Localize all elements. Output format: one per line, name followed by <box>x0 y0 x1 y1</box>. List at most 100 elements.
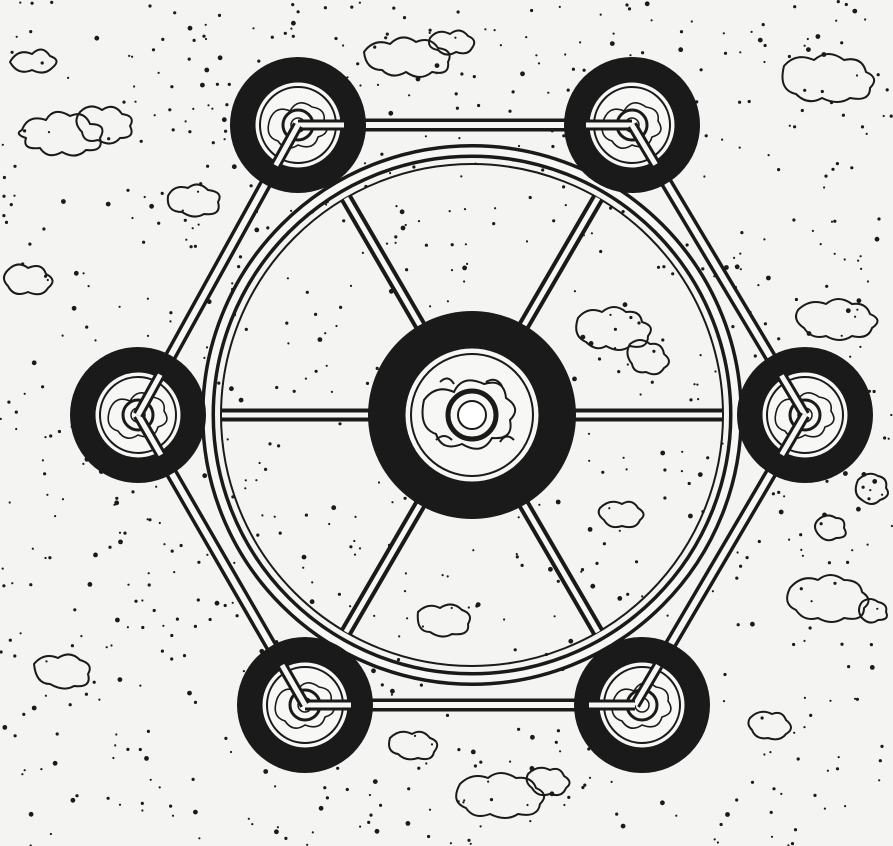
dust-speck <box>73 608 76 611</box>
dust-speck <box>32 360 37 365</box>
dust-speck <box>197 191 199 193</box>
dust-speck <box>599 250 602 253</box>
dust-speck <box>239 255 242 258</box>
dust-speck <box>153 609 156 612</box>
dust-speck <box>2 195 5 198</box>
dust-speck <box>158 72 160 74</box>
dust-speck <box>395 242 397 244</box>
dust-speck <box>314 313 317 316</box>
dust-speck <box>297 10 300 13</box>
dust-speck <box>890 115 893 118</box>
dust-speck <box>779 510 784 515</box>
dust-speck <box>302 555 307 560</box>
dust-speck <box>856 698 859 701</box>
dust-speck <box>721 139 723 141</box>
dust-speck <box>470 843 472 845</box>
dust-speck <box>735 577 738 580</box>
dust-speck <box>867 544 869 546</box>
dust-speck <box>2 584 5 587</box>
dust-speck <box>349 605 351 607</box>
dust-speck <box>7 401 10 404</box>
dust-speck <box>613 33 615 35</box>
dust-speck <box>93 553 98 558</box>
dust-speck <box>462 266 467 271</box>
dust-speck <box>869 489 871 491</box>
dust-speck <box>886 88 889 91</box>
dust-speck <box>315 370 318 373</box>
dust-speck <box>772 492 775 495</box>
dust-speck <box>490 798 493 801</box>
dust-speck <box>675 815 677 817</box>
dust-speck <box>85 693 88 696</box>
dust-speck <box>184 219 187 222</box>
dust-speck <box>389 172 391 174</box>
dust-speck <box>141 626 144 629</box>
dust-speck <box>706 456 709 459</box>
dust-speck <box>811 600 813 602</box>
dust-speck <box>503 618 505 620</box>
dust-speck <box>207 104 209 106</box>
dust-speck <box>139 685 141 687</box>
dust-speck <box>194 701 197 704</box>
dust-speck <box>422 625 424 627</box>
dust-speck <box>538 62 540 64</box>
dust-speck <box>777 491 780 494</box>
dust-speck <box>306 291 309 294</box>
dust-speck <box>54 515 56 517</box>
dust-speck <box>254 228 259 233</box>
dust-speck <box>783 495 785 497</box>
dust-speck <box>451 243 454 246</box>
dust-speck <box>663 468 666 471</box>
dust-speck <box>860 268 862 270</box>
dust-speck <box>277 826 279 828</box>
dust-speck <box>406 821 411 826</box>
dust-speck <box>681 470 683 472</box>
dust-speck <box>678 47 683 52</box>
dust-speck <box>737 551 739 553</box>
dust-speck <box>836 162 839 165</box>
dust-speck <box>844 258 846 260</box>
dust-speck <box>703 175 705 177</box>
dust-speck <box>41 385 44 388</box>
dust-speck <box>705 134 708 137</box>
dust-speck <box>739 147 741 149</box>
dust-speck <box>689 398 692 401</box>
dust-speck <box>435 63 440 68</box>
dust-speck <box>244 487 246 489</box>
dust-speck <box>88 582 93 587</box>
dust-speck <box>373 46 376 49</box>
dust-speck <box>24 769 26 771</box>
dust-speck <box>526 240 528 242</box>
dust-speck <box>442 574 444 576</box>
dust-speck <box>161 38 164 41</box>
dust-speck <box>725 812 730 817</box>
dust-speck <box>857 260 859 262</box>
dust-speck <box>169 320 171 322</box>
dust-speck <box>671 272 674 275</box>
dust-speck <box>757 284 759 286</box>
dust-speck <box>386 243 388 245</box>
dust-speck <box>551 145 554 148</box>
dust-speck <box>16 36 18 38</box>
dust-speck <box>479 761 482 764</box>
dust-speck <box>552 219 555 222</box>
dust-speck <box>860 255 862 257</box>
dust-speck <box>56 732 59 735</box>
dust-speck <box>245 328 248 331</box>
dust-speck <box>193 810 198 815</box>
dust-speck <box>492 222 495 225</box>
dust-speck <box>239 398 244 403</box>
dust-speck <box>494 29 496 31</box>
dust-speck <box>764 44 767 47</box>
dust-speck <box>285 322 288 325</box>
dust-speck <box>335 325 337 327</box>
dust-speck <box>740 268 742 270</box>
dust-speck <box>206 346 208 348</box>
dust-speck <box>623 457 625 459</box>
dust-speck <box>161 192 164 195</box>
dust-speck <box>169 311 172 314</box>
dust-speck <box>324 332 326 334</box>
dust-speck <box>667 615 669 617</box>
dust-speck <box>50 1 53 4</box>
dust-speck <box>769 751 771 753</box>
